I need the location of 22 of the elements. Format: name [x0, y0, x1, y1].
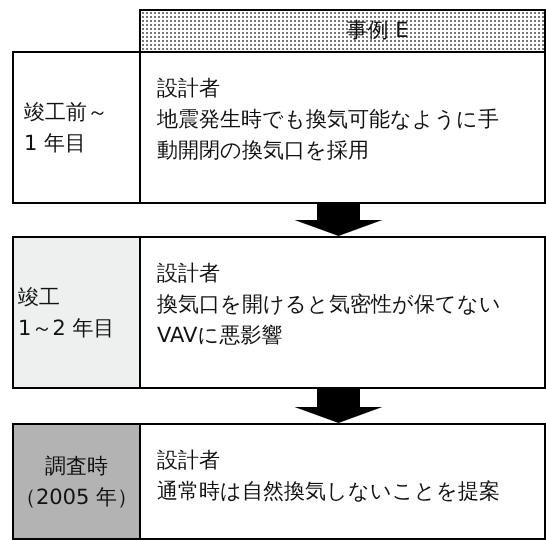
- period-label: （2005 年）: [14, 484, 139, 510]
- period-label: 1～2 年目: [18, 314, 116, 342]
- role-label: 設計者: [157, 75, 221, 102]
- period-label: 竣工前～: [24, 98, 109, 126]
- period-label: 1 年目: [24, 130, 88, 156]
- role-label: 設計者: [157, 447, 221, 474]
- role-label: 設計者: [157, 260, 221, 287]
- description-text: 換気口を開けると気密性が保てないVAVに悪影響: [157, 291, 502, 349]
- period-cell: [12, 236, 141, 389]
- down-arrow: [294, 389, 382, 423]
- description-cell: [139, 423, 546, 540]
- description-text: 地震発生時でも換気可能なように手動開閉の換気口を採用: [157, 106, 500, 164]
- table-header: [139, 9, 546, 53]
- period-label: 調査時: [44, 452, 109, 480]
- header-title: 事例 E: [346, 17, 410, 44]
- period-cell: [12, 51, 141, 204]
- description-cell: [139, 236, 546, 389]
- period-label: 竣工: [18, 284, 61, 310]
- down-arrow: [294, 204, 382, 236]
- description-text: 通常時は自然換気しないことを提案: [157, 478, 501, 505]
- period-cell: [12, 423, 141, 540]
- description-cell: [139, 51, 546, 204]
